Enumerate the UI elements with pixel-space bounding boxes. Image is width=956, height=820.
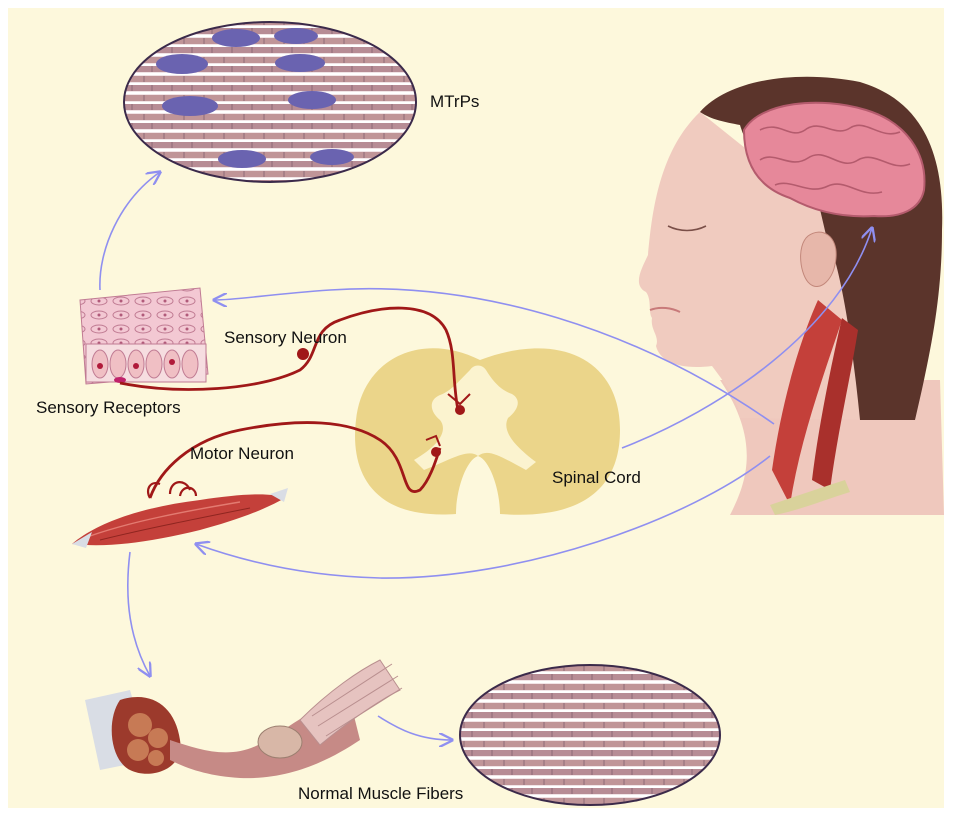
trigger-point-knot [156, 54, 208, 74]
sensory-receptor-tissue [80, 288, 208, 384]
label-motor-neuron: Motor Neuron [190, 444, 294, 464]
trigger-point-knot [310, 149, 354, 165]
trigger-point-knot [275, 54, 325, 72]
trigger-point-knot [218, 150, 266, 168]
label-normal-muscle-fibers: Normal Muscle Fibers [298, 784, 463, 804]
label-spinal-cord: Spinal Cord [552, 468, 641, 488]
trigger-point-knot [274, 28, 318, 44]
mtrps-fiber-oval [124, 22, 416, 182]
trigger-point-knot [288, 91, 336, 109]
label-sensory-neuron: Sensory Neuron [224, 328, 347, 348]
trigger-point-knot [212, 29, 260, 47]
motor-neuron-cell-body [431, 447, 441, 457]
trigger-point-knot [162, 96, 218, 116]
label-sensory-receptors: Sensory Receptors [36, 398, 181, 418]
sensory-neuron-cell-body [297, 348, 309, 360]
normal-fiber-oval [460, 665, 720, 805]
label-mtrps: MTrPs [430, 92, 479, 112]
